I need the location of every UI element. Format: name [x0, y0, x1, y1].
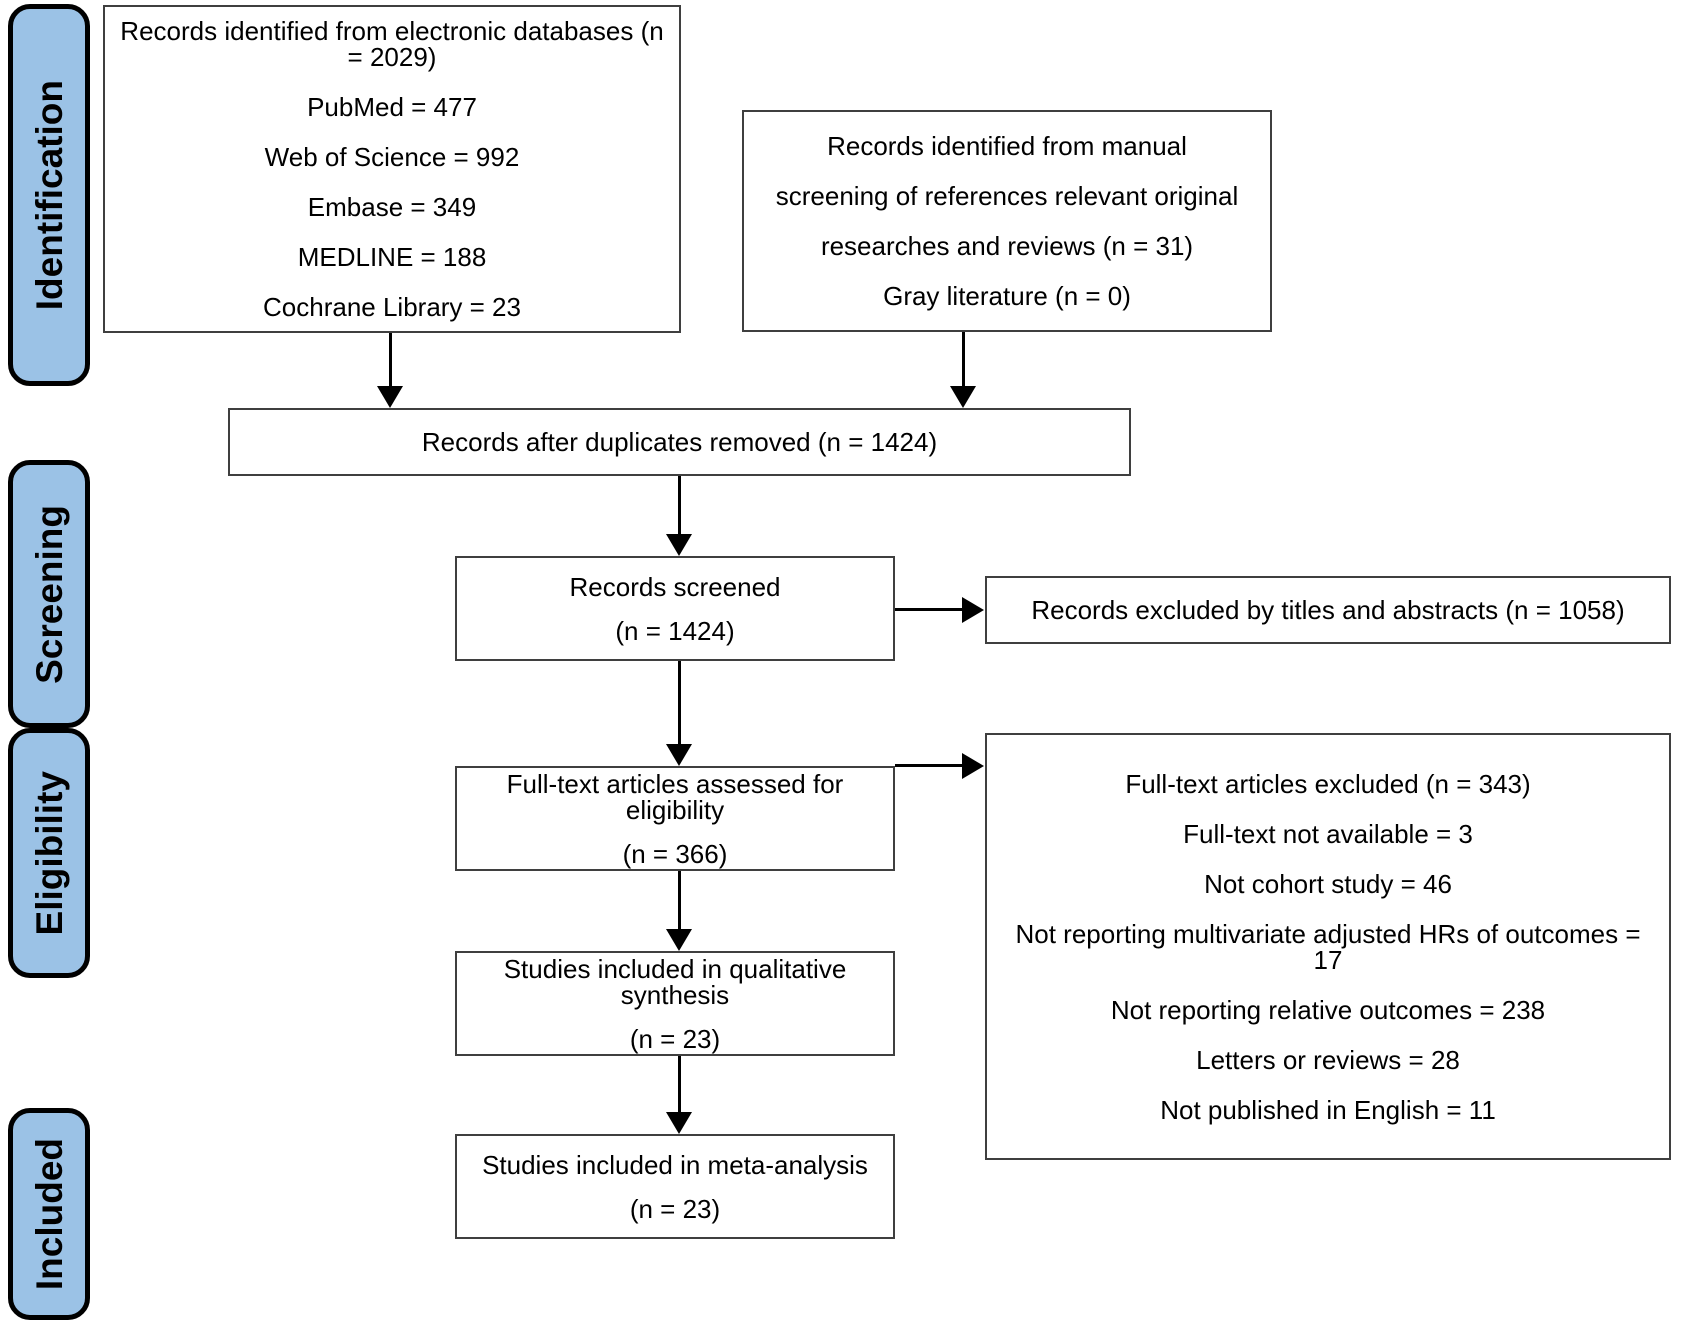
arrow-manual-to-duplicates	[950, 386, 976, 408]
qualitative-line-0: Studies included in qualitative synthesi…	[503, 953, 847, 1010]
fulltext-assessed-line-0: Full-text articles assessed for eligibil…	[506, 768, 844, 825]
arrow-qualitative-to-meta	[666, 1112, 692, 1134]
connector-databases-to-duplicates	[389, 333, 392, 388]
box-records-identified-manual: Records identified from manual screening…	[742, 110, 1272, 332]
connector-manual-to-duplicates	[962, 332, 965, 388]
manual-line-3: Gray literature (n = 0)	[883, 281, 1131, 311]
databases-line-0: Records identified from electronic datab…	[120, 16, 664, 72]
manual-line-0: Records identified from manual	[827, 131, 1187, 161]
qualitative-line-1: (n = 23)	[629, 1023, 721, 1054]
arrow-screened-to-excluded	[962, 597, 984, 623]
screened-line-1: (n = 1424)	[615, 615, 735, 646]
box-qualitative-synthesis: Studies included in qualitative synthesi…	[455, 951, 895, 1056]
fulltext-excluded-line-3: Not reporting multivariate adjusted HRs …	[1015, 918, 1641, 975]
meta-line-0: Studies included in meta-analysis	[482, 1149, 868, 1180]
connector-duplicates-to-screened	[678, 476, 681, 536]
duplicates-line-0: Records after duplicates removed (n = 14…	[421, 427, 938, 457]
meta-line-1: (n = 23)	[629, 1193, 721, 1224]
box-records-identified-databases: Records identified from electronic datab…	[103, 5, 681, 333]
fulltext-excluded-line-1: Full-text not available = 3	[1183, 818, 1473, 849]
fulltext-excluded-line-5: Letters or reviews = 28	[1196, 1044, 1460, 1075]
arrow-screened-to-fulltext	[666, 744, 692, 766]
stage-identification: Identification	[8, 4, 90, 386]
databases-line-3: Embase = 349	[307, 192, 477, 222]
fulltext-assessed-line-1: (n = 366)	[622, 838, 728, 869]
fulltext-excluded-line-4: Not reporting relative outcomes = 238	[1110, 994, 1546, 1025]
connector-fulltext-to-excluded	[895, 764, 965, 767]
manual-line-1: screening of references relevant origina…	[775, 181, 1239, 211]
connector-qualitative-to-meta	[678, 1056, 681, 1114]
manual-line-2: researches and reviews (n = 31)	[820, 231, 1194, 261]
box-records-excluded-titles: Records excluded by titles and abstracts…	[985, 576, 1671, 644]
connector-fulltext-to-qualitative	[678, 871, 681, 931]
databases-line-1: PubMed = 477	[307, 92, 477, 122]
stage-included: Included	[8, 1108, 90, 1320]
excluded-titles-line-0: Records excluded by titles and abstracts…	[1031, 595, 1625, 625]
databases-line-5: Cochrane Library = 23	[263, 292, 521, 322]
arrow-fulltext-to-excluded	[962, 753, 984, 779]
arrow-duplicates-to-screened	[666, 534, 692, 556]
box-meta-analysis: Studies included in meta-analysis (n = 2…	[455, 1134, 895, 1239]
box-records-after-duplicates: Records after duplicates removed (n = 14…	[228, 408, 1131, 476]
fulltext-excluded-line-2: Not cohort study = 46	[1204, 868, 1452, 899]
fulltext-excluded-line-0: Full-text articles excluded (n = 343)	[1125, 768, 1531, 799]
fulltext-excluded-line-6: Not published in English = 11	[1160, 1094, 1496, 1125]
stage-screening-label: Screening	[28, 504, 70, 684]
stage-eligibility-label: Eligibility	[28, 770, 70, 936]
databases-line-2: Web of Science = 992	[264, 142, 520, 172]
connector-screened-to-excluded	[895, 608, 965, 611]
screened-line-0: Records screened	[569, 571, 781, 602]
box-fulltext-excluded: Full-text articles excluded (n = 343) Fu…	[985, 733, 1671, 1160]
stage-included-label: Included	[28, 1137, 70, 1291]
stage-eligibility: Eligibility	[8, 728, 90, 978]
stage-screening: Screening	[8, 460, 90, 728]
connector-screened-to-fulltext	[678, 661, 681, 746]
box-fulltext-assessed: Full-text articles assessed for eligibil…	[455, 766, 895, 871]
stage-identification-label: Identification	[28, 79, 70, 311]
databases-line-4: MEDLINE = 188	[297, 242, 487, 272]
box-records-screened: Records screened (n = 1424)	[455, 556, 895, 661]
arrow-databases-to-duplicates	[377, 386, 403, 408]
arrow-fulltext-to-qualitative	[666, 929, 692, 951]
